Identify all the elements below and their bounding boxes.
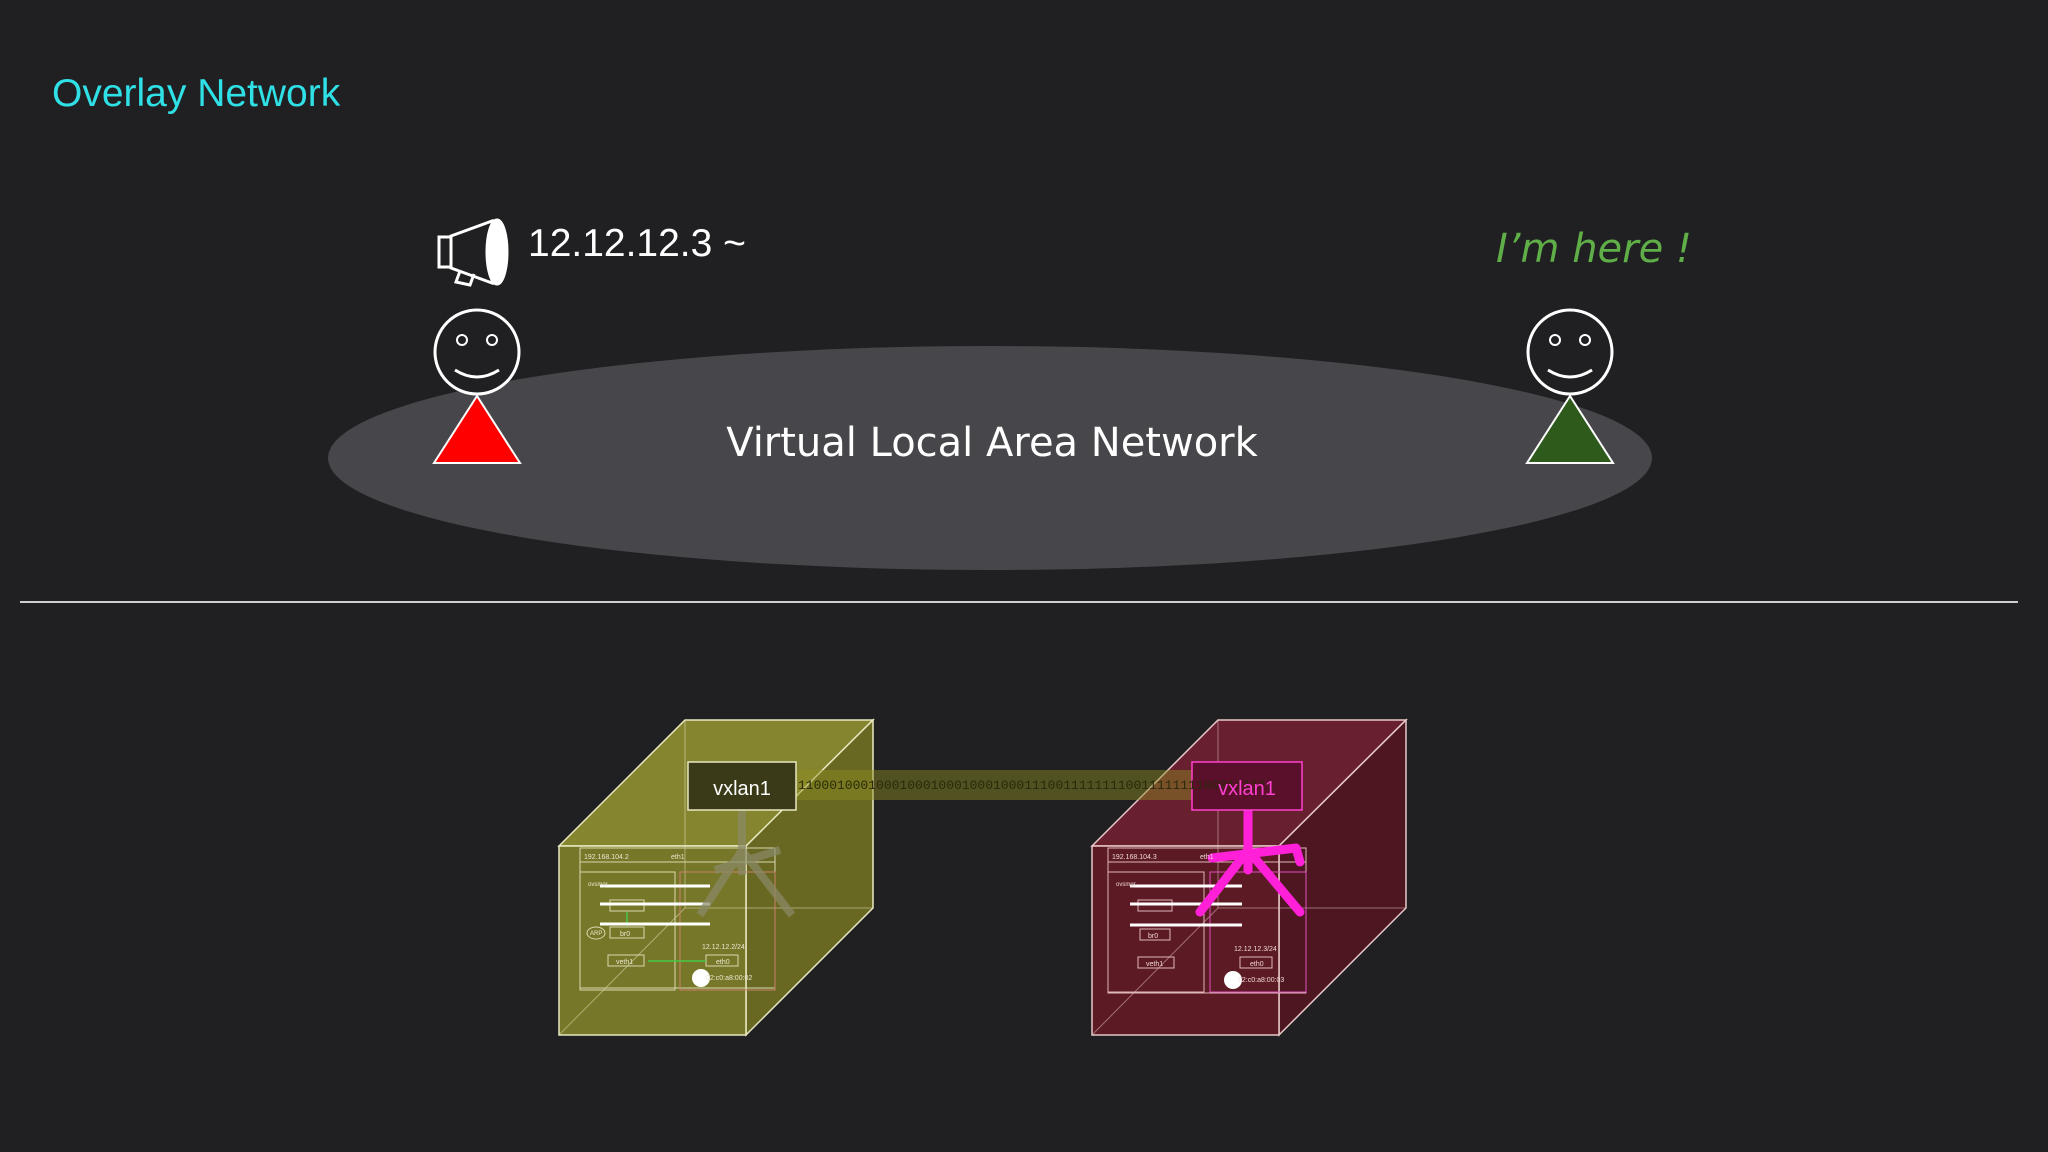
- left-eth1-label: eth1: [671, 854, 685, 861]
- right-vxlan-label: vxlan1: [1218, 778, 1276, 800]
- vxlan-tunnel: [796, 770, 1192, 800]
- right-host-box: [1090, 718, 1408, 1037]
- vlan-ellipse: [328, 346, 1652, 570]
- right-veth-label: veth1: [1146, 961, 1163, 968]
- right-br-label: br0: [1148, 933, 1158, 940]
- left-br-label: br0: [620, 931, 630, 938]
- left-arp-label: ARP: [590, 931, 602, 937]
- megaphone-icon: [437, 218, 509, 287]
- right-eth1-label: eth1: [1200, 854, 1214, 861]
- right-eth0-label: eth0: [1250, 961, 1264, 968]
- left-eth0-label: eth0: [716, 959, 730, 966]
- left-container-ip: 12.12.12.2/24: [702, 944, 745, 951]
- left-vxlan-label: vxlan1: [713, 778, 771, 800]
- right-ovs-label: ovsmgr: [1116, 882, 1136, 888]
- announce-text: 12.12.12.3 ~: [528, 222, 746, 265]
- left-vxlan-box: [687, 761, 797, 811]
- vlan-label: Virtual Local Area Network: [726, 420, 1258, 466]
- right-host-ip: 192.168.104.3: [1112, 854, 1157, 861]
- reply-text: I’m here !: [1496, 226, 1692, 272]
- right-container-ip: 12.12.12.3/24: [1234, 946, 1277, 953]
- left-host-ip: 192.168.104.2: [584, 854, 629, 861]
- receiver-person-icon: [1525, 308, 1615, 464]
- right-vxlan-box: [1191, 761, 1303, 811]
- tunnel-bits-text: 1100010001000100010001000100011100111111…: [798, 778, 1274, 793]
- page-title: Overlay Network: [52, 72, 341, 115]
- sender-person-icon: [432, 308, 522, 464]
- right-mac-label: 02:c0:a8:00:03: [1238, 977, 1284, 984]
- left-mac-label: 02:c0:a8:00:02: [706, 975, 752, 982]
- left-veth-label: veth1: [616, 959, 633, 966]
- left-ovs-label: ovsmgr: [588, 882, 608, 888]
